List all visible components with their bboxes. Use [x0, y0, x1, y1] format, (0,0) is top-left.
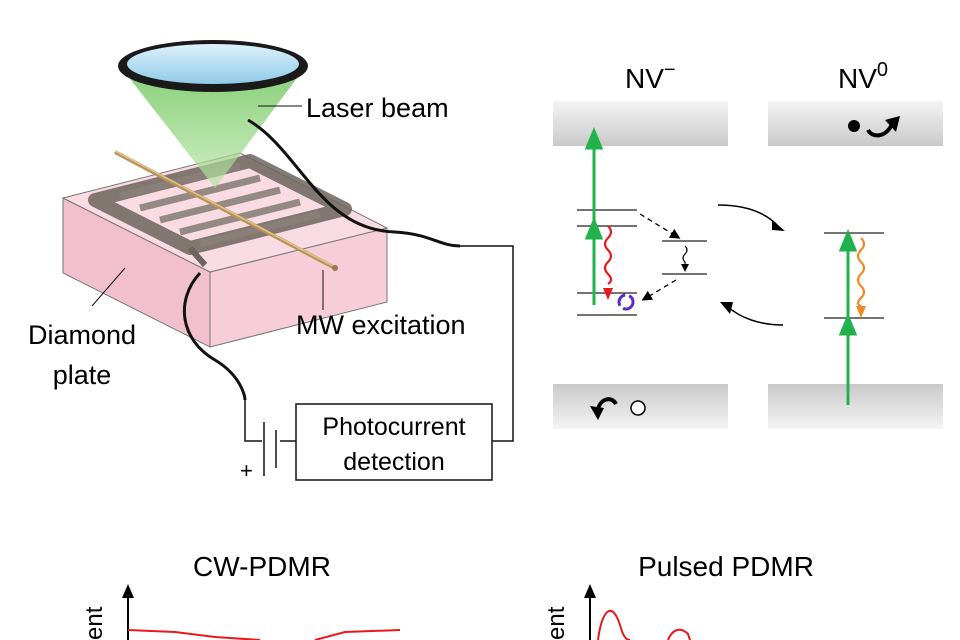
hole-circle: [630, 400, 646, 416]
isc-arrow-return: [641, 279, 677, 301]
pulsed-plot: ent: [543, 584, 691, 640]
laser-beam-label: Laser beam: [306, 93, 449, 123]
electron-curl-arrow: [866, 123, 894, 138]
diamond-label-line1: Diamond: [28, 320, 136, 350]
mw-excitation-label: MW excitation: [296, 310, 466, 340]
recombination-arrow: [726, 305, 784, 326]
photocurrent-label-line1: Photocurrent: [322, 413, 465, 441]
mw-wire: [114, 150, 338, 271]
small-wavy-decay: [682, 245, 688, 266]
green-excitation-arrows: [584, 127, 858, 405]
cw-y-axis-label: ent: [81, 606, 108, 640]
circuit-wires: [183, 118, 514, 442]
energy-diagram: NV− NV0: [553, 59, 943, 429]
orange-decay-arrow: [856, 237, 866, 308]
electron-dot: [848, 120, 860, 132]
nv-minus-heading: NV−: [625, 59, 676, 94]
purple-cycle-icon: [617, 293, 635, 311]
battery: [263, 422, 277, 476]
laser-beam: [118, 40, 308, 188]
valence-band-right: [768, 384, 943, 429]
objective-lens: [127, 44, 299, 84]
cw-pdmr-title: CW-PDMR: [193, 551, 331, 582]
interdigitated-electrodes: [88, 154, 352, 267]
cw-plot: ent: [81, 584, 401, 640]
nv-zero-heading: NV0: [838, 59, 888, 94]
isc-arrow-down: [639, 213, 681, 239]
ionization-arrow: [717, 204, 779, 227]
conduction-band-left: [553, 101, 728, 146]
photocurrent-label-line2: detection: [343, 448, 444, 476]
pulsed-pdmr-title: Pulsed PDMR: [638, 551, 814, 582]
photocurrent-detection-box: [295, 403, 493, 481]
diamond-label-line2: plate: [53, 360, 112, 390]
red-decay-arrow: [603, 225, 613, 285]
battery-plus-label: +: [240, 458, 253, 483]
pulsed-curve: [597, 610, 691, 640]
pulsed-y-axis-label: ent: [543, 606, 570, 640]
cw-curve: [127, 629, 401, 640]
diamond-callout-line: [91, 267, 126, 307]
